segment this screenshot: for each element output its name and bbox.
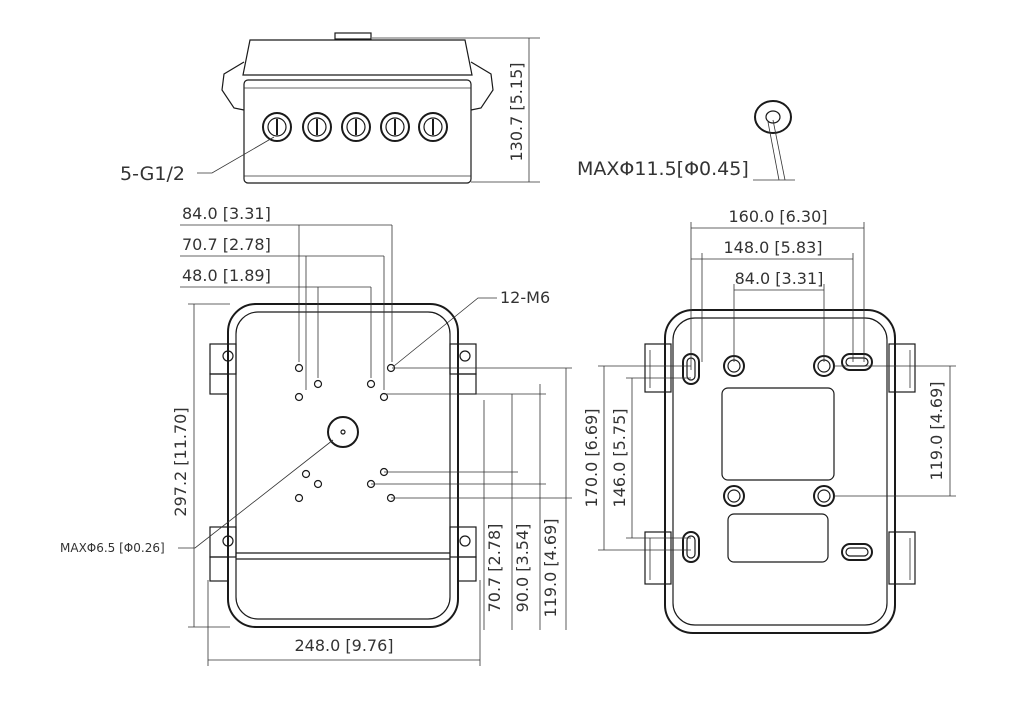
front-view: 84.0 [3.31] 70.7 [2.78] 48.0 [1.89] 12-M… bbox=[60, 204, 572, 666]
back-brackets bbox=[644, 343, 916, 585]
dim-84: 84.0 [3.31] bbox=[182, 204, 271, 223]
gland bbox=[262, 112, 292, 142]
right-hinge bbox=[470, 61, 494, 111]
back-dim-148: 148.0 [5.83] bbox=[724, 238, 823, 257]
hole-label: MAXΦ6.5 [Φ0.26] bbox=[60, 541, 165, 555]
back-view: 160.0 [6.30] 148.0 [5.83] 84.0 [3.31] 17… bbox=[582, 207, 956, 634]
grommet bbox=[754, 100, 792, 134]
top-height-dim: 130.7 [5.15] bbox=[507, 63, 526, 162]
vdim-119: 119.0 [4.69] bbox=[541, 519, 560, 618]
vdim-90: 90.0 [3.54] bbox=[513, 524, 532, 613]
vdim-70-7: 70.7 [2.78] bbox=[485, 524, 504, 613]
back-vdim-170: 170.0 [6.69] bbox=[582, 409, 601, 508]
gland bbox=[302, 112, 332, 142]
gland bbox=[380, 112, 410, 142]
mount-slot bbox=[841, 353, 873, 371]
front-body bbox=[227, 303, 459, 628]
top-latch bbox=[334, 32, 372, 40]
cable-glands bbox=[262, 112, 448, 142]
grommet-label: MAXΦ11.5[Φ0.45] bbox=[577, 158, 749, 180]
grommet-detail: MAXΦ11.5[Φ0.45] bbox=[577, 100, 795, 181]
gland-label: 5-G1/2 bbox=[120, 163, 185, 185]
screw-label: 12-M6 bbox=[500, 288, 550, 307]
back-dim-84: 84.0 [3.31] bbox=[735, 269, 824, 288]
gland bbox=[418, 112, 448, 142]
mount-slot bbox=[841, 543, 873, 561]
left-hinge bbox=[221, 61, 245, 111]
screw-holes bbox=[294, 363, 396, 503]
gland bbox=[341, 112, 371, 142]
mount-slot bbox=[682, 531, 700, 563]
dim-70-7: 70.7 [2.78] bbox=[182, 235, 271, 254]
front-height-dim: 297.2 [11.70] bbox=[171, 407, 190, 516]
top-body bbox=[243, 79, 472, 184]
front-brackets bbox=[209, 343, 477, 582]
back-vdim-119: 119.0 [4.69] bbox=[927, 382, 946, 481]
back-vdim-146: 146.0 [5.75] bbox=[610, 409, 629, 508]
back-recess bbox=[727, 513, 829, 563]
back-recess bbox=[721, 387, 835, 481]
center-hole bbox=[327, 416, 359, 448]
back-dim-160: 160.0 [6.30] bbox=[729, 207, 828, 226]
dim-48: 48.0 [1.89] bbox=[182, 266, 271, 285]
top-view: 5-G1/2 130.7 [5.15] bbox=[120, 32, 540, 185]
width-dim: 248.0 [9.76] bbox=[295, 636, 394, 655]
back-body bbox=[664, 309, 896, 634]
top-lid bbox=[242, 39, 473, 76]
